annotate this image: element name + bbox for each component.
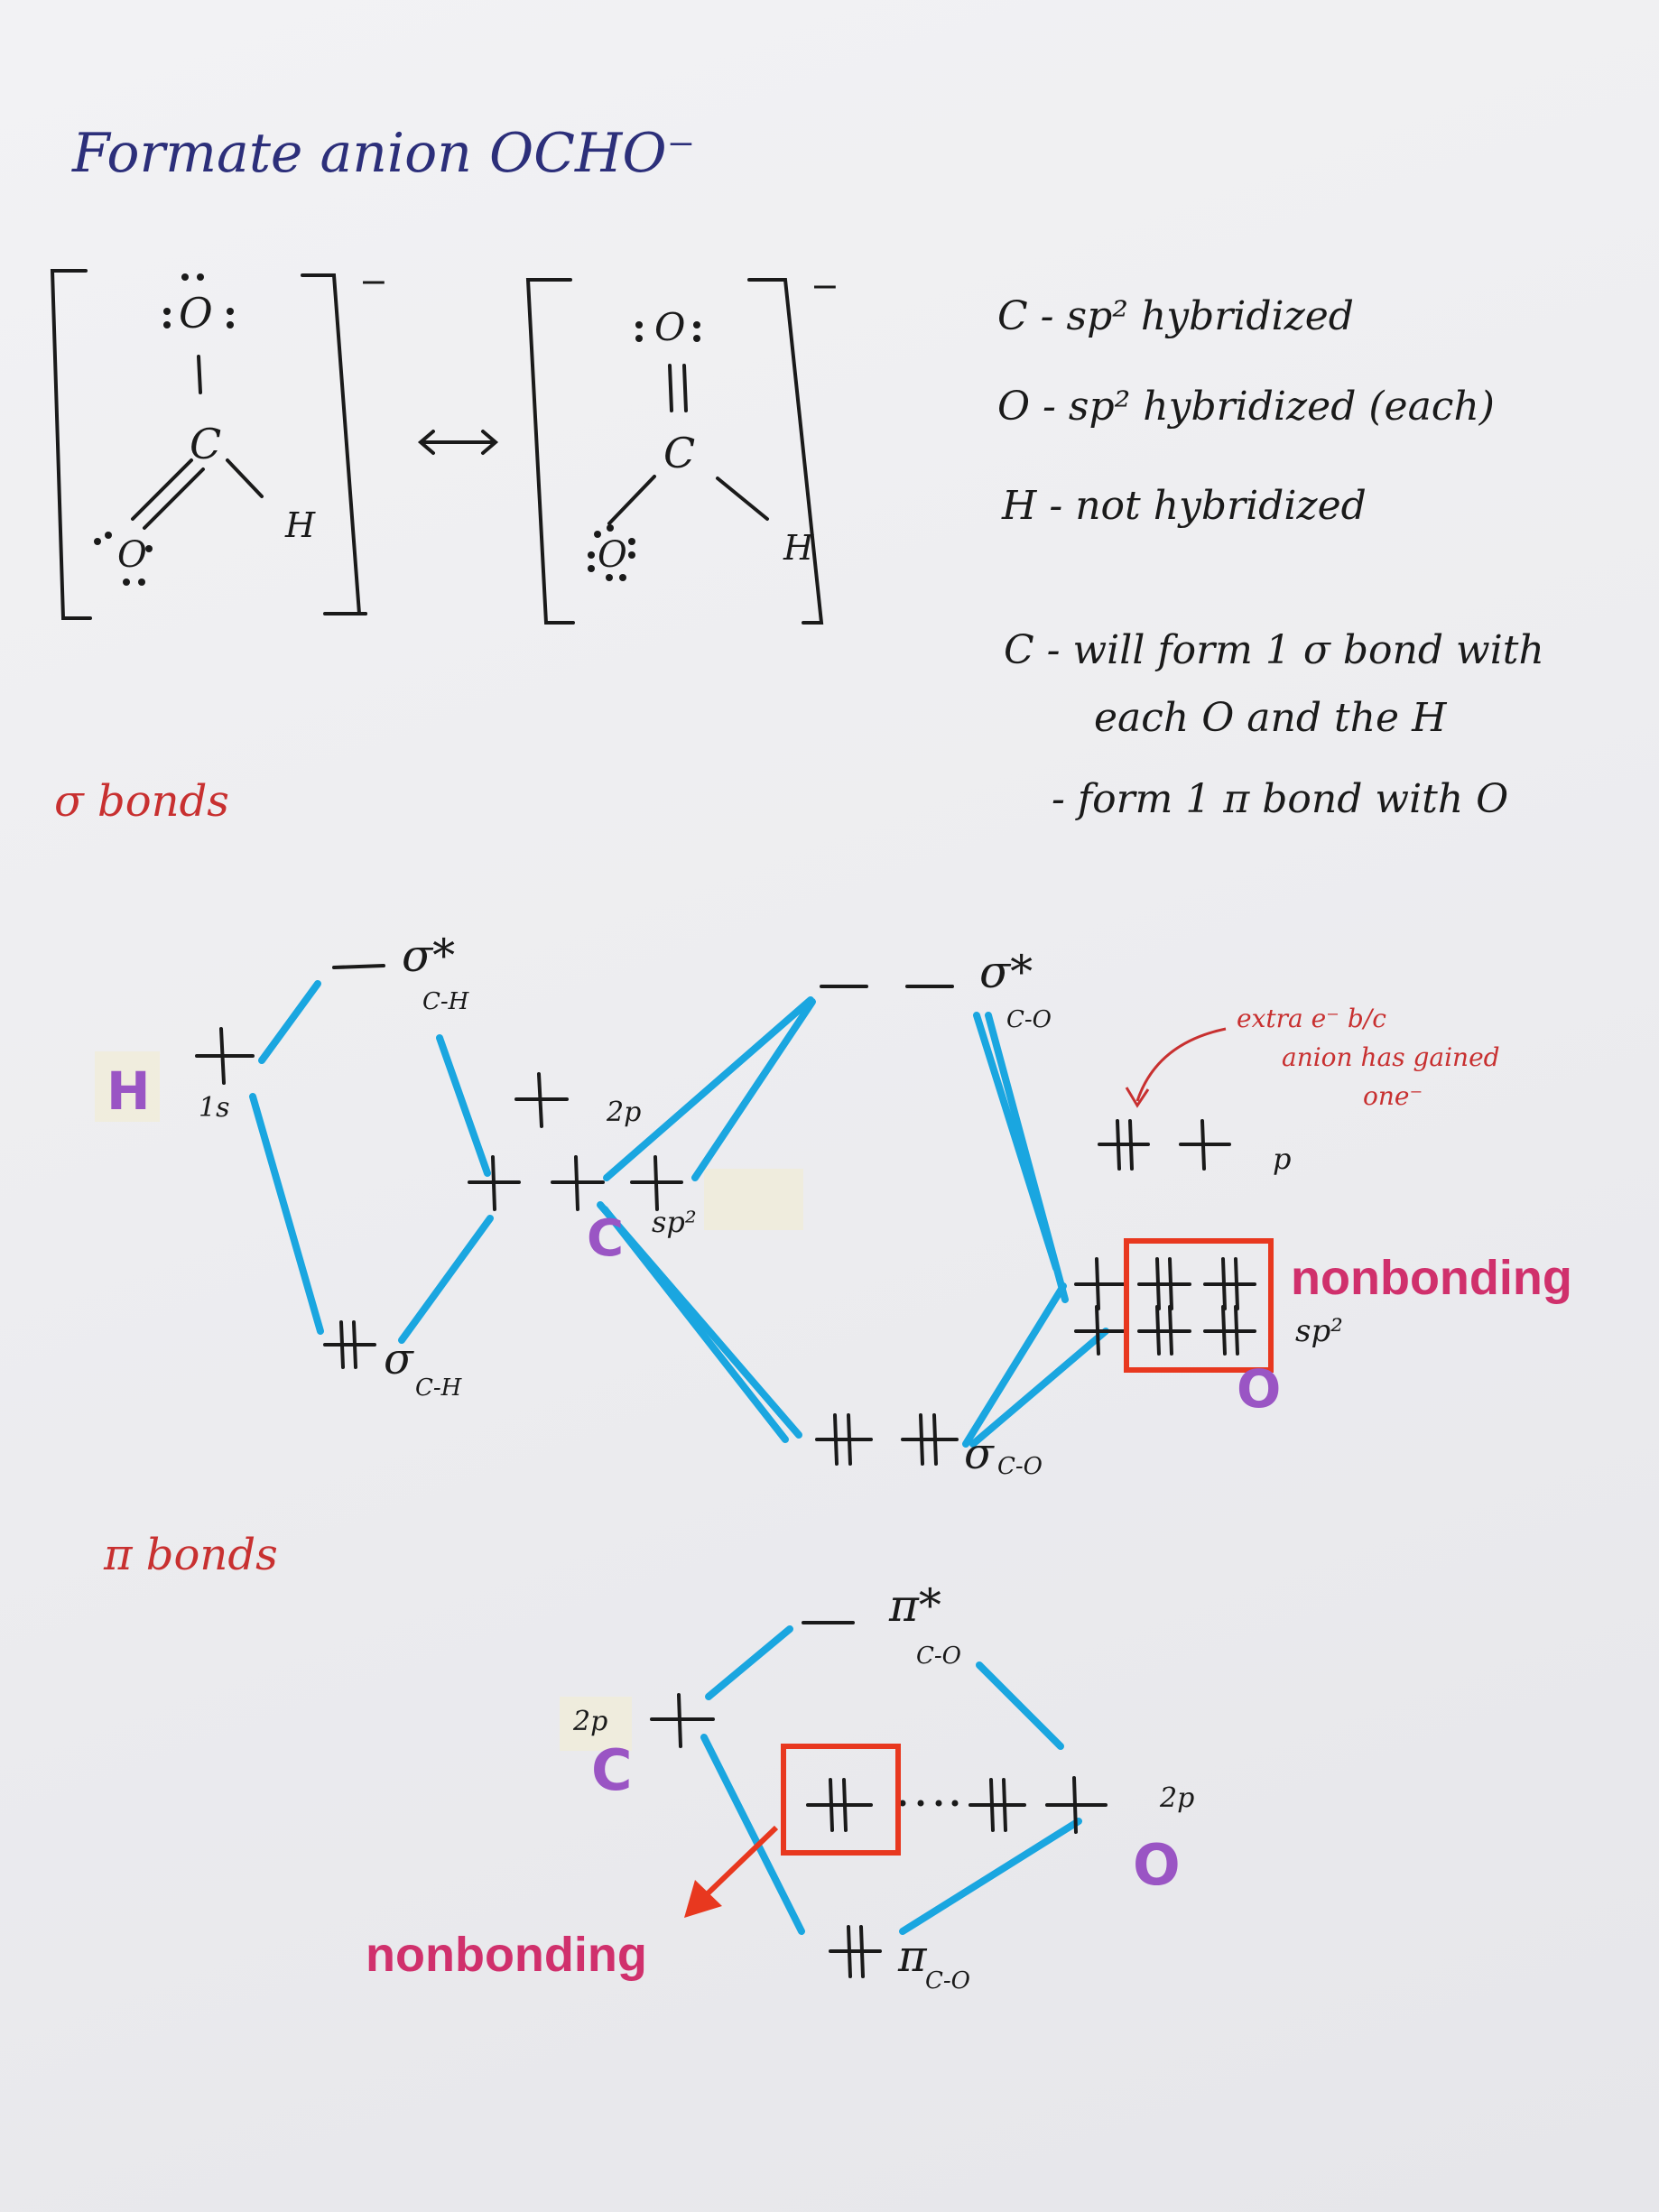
sigma-co-star-label: σ* — [979, 946, 1033, 998]
sigma-ch-sub: C-H — [415, 1374, 462, 1402]
pi-star-label: π* — [889, 1579, 941, 1632]
extra-electron-note-2: anion has gained — [1282, 1042, 1500, 1072]
sigma-o-atom: O — [1237, 1358, 1282, 1420]
lewis2-h: H — [783, 528, 814, 568]
sigma-ch-star-label: σ* — [402, 930, 456, 982]
lewis1-c: C — [190, 420, 222, 468]
note-c-bonds-1: C - will form 1 σ bond with — [1004, 627, 1544, 673]
pi-c-atom: C — [591, 1737, 633, 1803]
pi-o-2p: 2p — [1160, 1782, 1195, 1814]
page-title: Formate anion OCHO⁻ — [72, 122, 696, 185]
pi-star-sub: C-O — [916, 1643, 961, 1670]
sigma-co-sub: C-O — [997, 1453, 1043, 1480]
lewis2-o-bottom: O — [598, 534, 627, 576]
lewis1-h: H — [285, 505, 316, 545]
pi-label: π — [898, 1931, 927, 1982]
pi-sub: C-O — [925, 1967, 970, 1995]
tape-h — [95, 1051, 160, 1122]
note-c-bonds-2: each O and the H — [1094, 695, 1447, 741]
tape-c-pi — [560, 1697, 632, 1751]
sigma-c-sp2: sp² — [652, 1205, 697, 1239]
note-c-hybrid: C - sp² hybridized — [997, 293, 1354, 339]
lewis2-o-top: O — [654, 305, 686, 349]
lewis1-charge: − — [359, 262, 388, 301]
sigma-h-atom: H — [107, 1060, 151, 1122]
sigma-heading: σ bonds — [54, 776, 229, 827]
lewis2-c: C — [663, 429, 696, 477]
sigma-ch-star-sub: C-H — [422, 988, 469, 1015]
sigma-h-1s: 1s — [199, 1092, 230, 1124]
sigma-co-label: σ — [964, 1429, 994, 1479]
sigma-ch-label: σ — [384, 1334, 413, 1384]
sigma-nonbonding-label: nonbonding — [1291, 1251, 1572, 1305]
pi-heading: π bonds — [104, 1530, 278, 1580]
lewis1-o-bottom: O — [117, 534, 147, 576]
note-c-bonds-3: - form 1 π bond with O — [1052, 776, 1509, 822]
tape-c-sigma — [704, 1169, 803, 1230]
sigma-c-atom: C — [587, 1209, 625, 1268]
lewis1-o-top: O — [179, 289, 213, 338]
pi-c-2p: 2p — [573, 1706, 608, 1737]
note-o-hybrid: O - sp² hybridized (each) — [997, 384, 1495, 430]
sigma-o-p: p — [1273, 1142, 1292, 1176]
sigma-o-sp2: sp² — [1295, 1313, 1343, 1349]
sigma-c-2p: 2p — [607, 1097, 642, 1128]
sigma-co-star-sub: C-O — [1006, 1006, 1052, 1033]
pi-o-atom: O — [1133, 1832, 1181, 1898]
pi-nonbonding-label: nonbonding — [366, 1928, 647, 1982]
extra-electron-note-3: one⁻ — [1363, 1081, 1423, 1111]
note-h-hybrid: H - not hybridized — [1002, 483, 1367, 529]
extra-electron-note-1: extra e⁻ b/c — [1237, 1004, 1386, 1033]
lewis2-charge: − — [811, 266, 839, 306]
